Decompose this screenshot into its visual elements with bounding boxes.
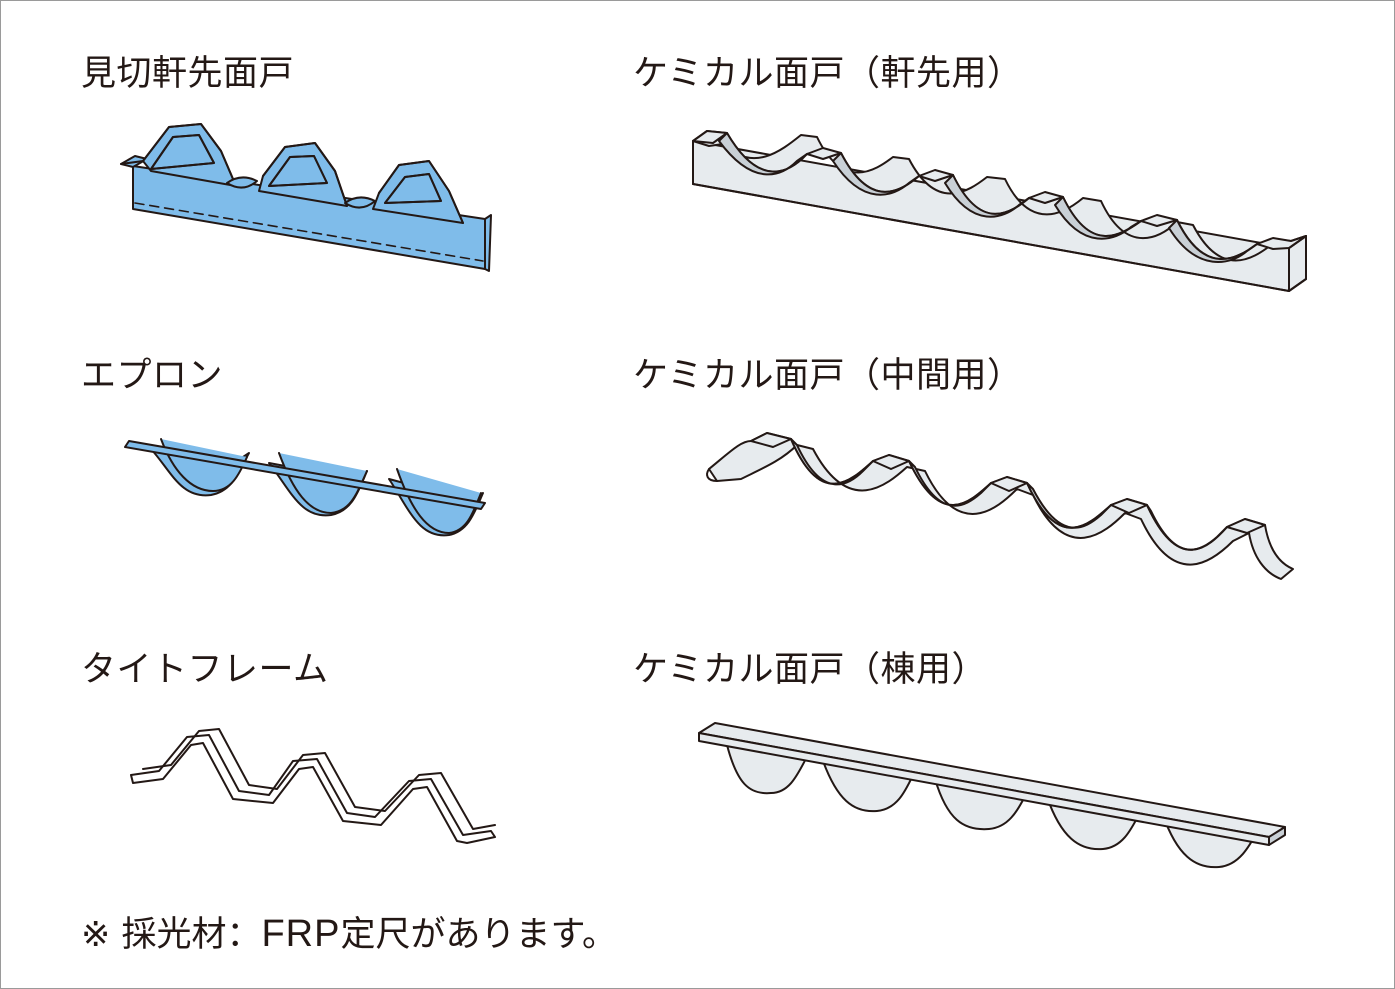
note-frp: FRP [261,913,341,955]
label-mikiri-nokisaki-mendo: 見切軒先面戸 [81,54,295,94]
label-chemical-mendo-mune: ケミカル面戸（棟用） [633,650,987,690]
label-apron: エプロン [81,356,224,396]
footnote-frp: ※ 採光材：FRP定尺があります。 [81,906,617,957]
label-tight-frame: タイトフレーム [81,650,329,690]
label-chemical-mendo-chukan: ケミカル面戸（中間用） [633,356,1023,396]
label-chemical-mendo-nokisaki: ケミカル面戸（軒先用） [633,54,1023,94]
note-prefix: ※ 採光材： [81,915,262,955]
note-suffix: 定尺があります。 [340,915,617,955]
